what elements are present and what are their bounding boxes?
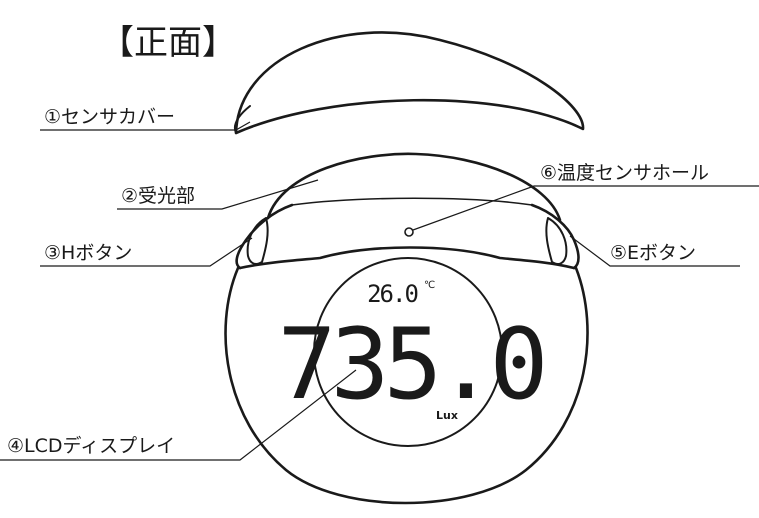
temperature-sensor-hole [404, 227, 414, 237]
page-title: 【正面】 [100, 23, 236, 63]
e-button[interactable] [545, 217, 568, 265]
label-h-button: ③Hボタン [44, 242, 132, 264]
label-lcd-display: ④LCDディスプレイ [7, 435, 175, 457]
leader-lines [0, 121, 759, 461]
lcd-lux-value: 735.0 [277, 308, 542, 422]
sensor-cover [234, 31, 585, 135]
label-sensor-cover: ①センサカバー [44, 106, 175, 128]
lcd-temperature-value: 26.0 [367, 280, 417, 308]
label-e-button: ⑤Eボタン [610, 242, 696, 264]
device-shell [224, 203, 589, 505]
light-receiver [266, 152, 562, 222]
h-button[interactable] [246, 217, 269, 265]
label-light-receiver: ②受光部 [121, 185, 195, 207]
lcd-lux-unit: Lux [436, 409, 458, 422]
lcd-temperature-unit: ℃ [424, 280, 435, 291]
label-temperature-sensor-hole: ⑥温度センサホール [540, 162, 709, 184]
lcd-display: 26.0 ℃ 735.0 Lux [277, 257, 549, 447]
